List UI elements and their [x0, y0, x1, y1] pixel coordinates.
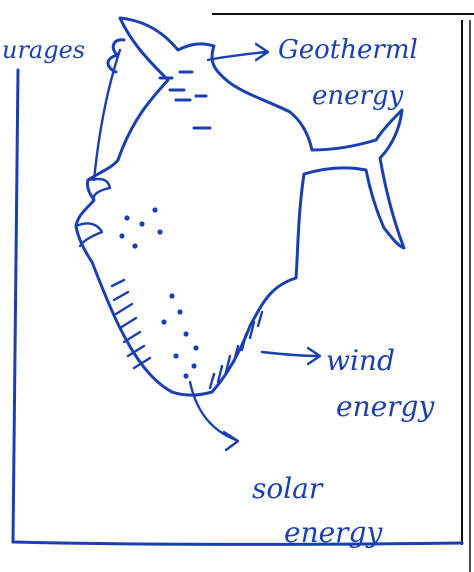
india-outline [76, 18, 404, 395]
wind-arrow [262, 348, 320, 364]
wind-hatching-east [210, 312, 262, 388]
label-geothermal-2: energy [312, 81, 404, 111]
label-wind-2: energy [336, 390, 435, 423]
label-left-cut: urages [2, 36, 85, 64]
label-geothermal-1: Geotherml [278, 35, 418, 65]
label-solar-2: energy [284, 516, 383, 549]
solar-arrow [190, 382, 238, 450]
hand-drawn-border [13, 70, 462, 544]
label-solar-1: solar [252, 472, 324, 505]
label-wind-1: wind [326, 344, 395, 377]
left-label-bracket [108, 40, 124, 72]
geothermal-arrow [208, 44, 268, 60]
